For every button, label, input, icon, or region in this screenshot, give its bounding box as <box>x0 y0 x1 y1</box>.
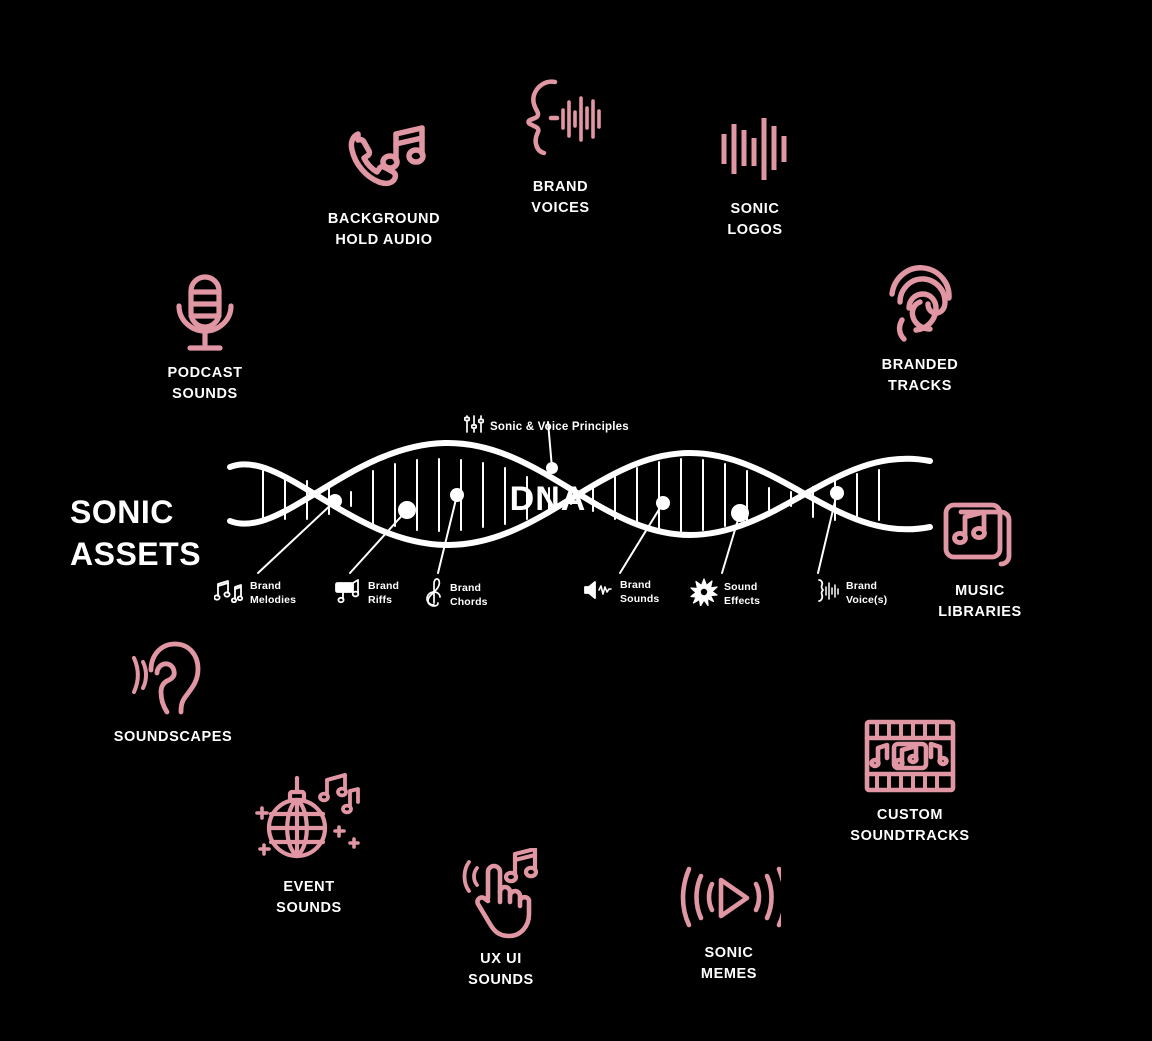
speaker-wave-icon <box>582 578 614 607</box>
sound-bars-icon <box>714 108 796 190</box>
dna-item-brand-melodies[interactable]: Brand Melodies <box>213 578 297 609</box>
dna-item-label: Brand Voice(s) <box>846 580 888 606</box>
node-label: CUSTOM SOUNDTRACKS <box>850 807 970 844</box>
node-background-hold-audio[interactable]: BACKGROUND HOLD AUDIO <box>300 112 468 250</box>
music-notes-icon <box>213 578 244 609</box>
voice-wave-icon <box>810 578 840 609</box>
profile-waveform-icon <box>515 78 607 168</box>
dna-item-label: Brand Riffs <box>368 580 400 606</box>
disco-ball-icon <box>255 772 363 868</box>
microphone-icon <box>162 272 248 354</box>
node-branded-tracks[interactable]: BRANDED TRACKS <box>855 258 985 396</box>
film-strip-music-icon <box>861 716 959 796</box>
page-title: SONIC ASSETS <box>70 494 202 572</box>
dna-item-brand-voices[interactable]: Brand Voice(s) <box>810 578 887 609</box>
sonic-voice-principles[interactable]: Sonic & Voice Principles <box>463 413 629 440</box>
node-label: SOUNDSCAPES <box>113 729 233 745</box>
equalizer-sliders-icon <box>463 413 485 440</box>
node-music-libraries[interactable]: MUSIC LIBRARIES <box>920 490 1040 622</box>
guitar-amp-icon <box>334 578 362 609</box>
node-label: UX UI SOUNDS <box>468 951 534 988</box>
tap-hand-music-icon <box>455 846 547 940</box>
dna-wordmark: DNA <box>509 480 587 518</box>
burst-star-icon <box>690 578 718 611</box>
stacked-cards-music-icon <box>939 490 1021 572</box>
node-brand-voices[interactable]: BRAND VOICES <box>498 78 623 218</box>
fingerprint-icon <box>876 258 964 346</box>
node-ux-ui-sounds[interactable]: UX UI SOUNDS <box>440 846 562 990</box>
principles-label: Sonic & Voice Principles <box>490 420 629 433</box>
node-label: BRANDED TRACKS <box>881 357 959 394</box>
node-soundscapes[interactable]: SOUNDSCAPES <box>108 636 238 748</box>
dna-item-brand-chords[interactable]: Brand Chords <box>424 578 488 613</box>
node-label: BACKGROUND HOLD AUDIO <box>327 211 441 248</box>
node-label: MUSIC LIBRARIES <box>938 583 1022 620</box>
dna-item-sound-effects[interactable]: Sound Effects <box>690 578 760 611</box>
node-sonic-logos[interactable]: SONIC LOGOS <box>696 108 814 240</box>
dna-item-brand-sounds[interactable]: Brand Sounds <box>582 578 659 607</box>
phone-music-icon <box>338 112 430 200</box>
node-label: SONIC MEMES <box>700 945 758 982</box>
node-label: PODCAST SOUNDS <box>167 365 243 402</box>
node-label: SONIC LOGOS <box>727 201 783 238</box>
node-sonic-memes[interactable]: SONIC MEMES <box>670 862 788 984</box>
node-event-sounds[interactable]: EVENT SOUNDS <box>248 772 370 918</box>
node-label: EVENT SOUNDS <box>276 879 342 916</box>
dna-item-label: Sound Effects <box>724 581 761 607</box>
dna-item-brand-riffs[interactable]: Brand Riffs <box>334 578 399 609</box>
node-label: BRAND VOICES <box>531 179 590 216</box>
node-custom-soundtracks[interactable]: CUSTOM SOUNDTRACKS <box>840 716 980 846</box>
dna-helix-graphic <box>227 421 933 574</box>
play-waves-icon <box>677 862 788 934</box>
dna-diagram: DNA Sonic & Voice Principles <box>200 395 960 645</box>
dna-item-label: Brand Chords <box>450 582 488 608</box>
dna-item-label: Brand Sounds <box>620 579 660 605</box>
ear-waves-icon <box>127 636 219 718</box>
dna-item-label: Brand Melodies <box>250 580 297 606</box>
treble-clef-icon <box>424 578 444 613</box>
node-podcast-sounds[interactable]: PODCAST SOUNDS <box>145 272 265 404</box>
